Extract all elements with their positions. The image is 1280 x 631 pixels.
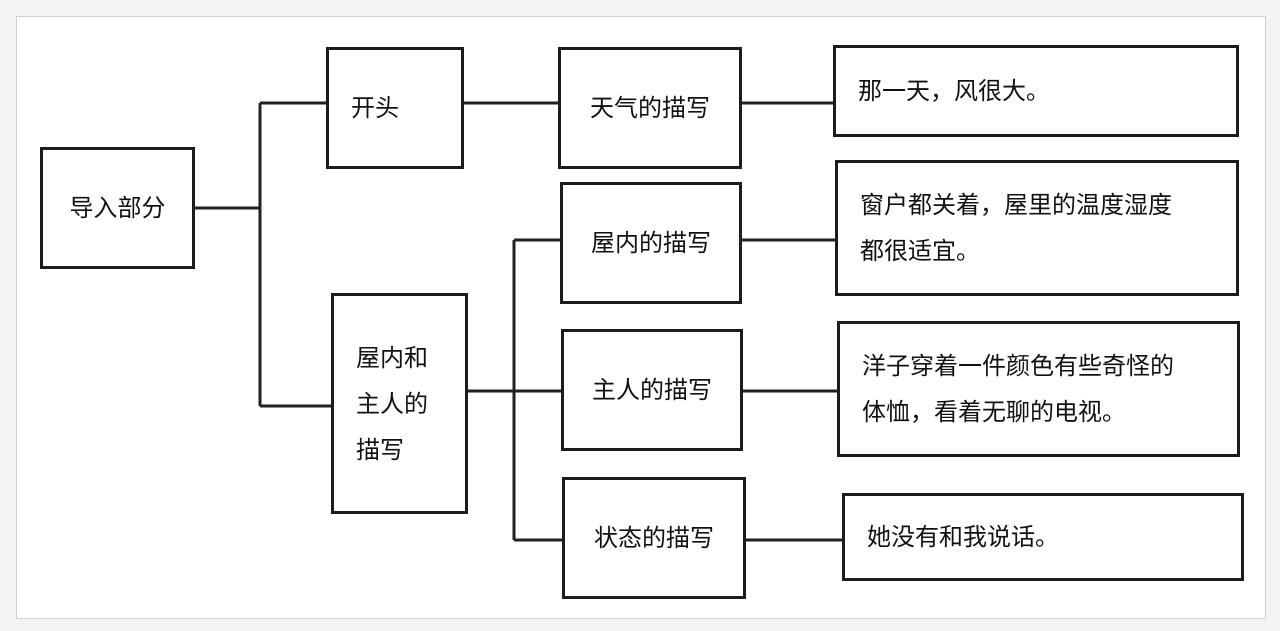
detail-node-state: 她没有和我说话。 <box>842 493 1244 581</box>
section-node-opening: 开头 <box>326 47 464 169</box>
section-node-indoor-owner: 屋内和 主人的 描写 <box>331 293 468 514</box>
detail-node-owner-line: 体恤，看着无聊的电视。 <box>862 398 1126 426</box>
aspect-node-owner-label: 主人的描写 <box>592 376 712 404</box>
detail-node-state-line: 她没有和我说话。 <box>867 523 1059 551</box>
detail-node-weather: 那一天，风很大。 <box>833 45 1239 137</box>
aspect-node-indoor: 屋内的描写 <box>560 182 742 304</box>
aspect-node-state: 状态的描写 <box>562 477 746 599</box>
root-node-label: 导入部分 <box>69 194 166 222</box>
section-node-indoor-owner-line: 屋内和 <box>356 343 428 372</box>
section-node-indoor-owner-line: 主人的 <box>356 389 428 418</box>
section-node-indoor-owner-line: 描写 <box>356 435 404 464</box>
detail-node-indoor: 窗户都关着，屋里的温度湿度 都很适宜。 <box>835 160 1239 296</box>
aspect-node-weather: 天气的描写 <box>558 47 742 169</box>
aspect-node-weather-label: 天气的描写 <box>590 94 710 122</box>
detail-node-owner-line: 洋子穿着一件颜色有些奇怪的 <box>862 352 1174 380</box>
aspect-node-owner: 主人的描写 <box>561 329 743 451</box>
detail-node-owner: 洋子穿着一件颜色有些奇怪的 体恤，看着无聊的电视。 <box>837 321 1240 457</box>
detail-node-indoor-line: 都很适宜。 <box>860 237 980 265</box>
root-node: 导入部分 <box>40 147 195 269</box>
aspect-node-state-label: 状态的描写 <box>594 524 714 552</box>
detail-node-weather-line: 那一天，风很大。 <box>858 77 1050 105</box>
detail-node-indoor-line: 窗户都关着，屋里的温度湿度 <box>860 191 1172 219</box>
section-node-opening-label: 开头 <box>351 94 399 122</box>
aspect-node-indoor-label: 屋内的描写 <box>591 229 711 257</box>
